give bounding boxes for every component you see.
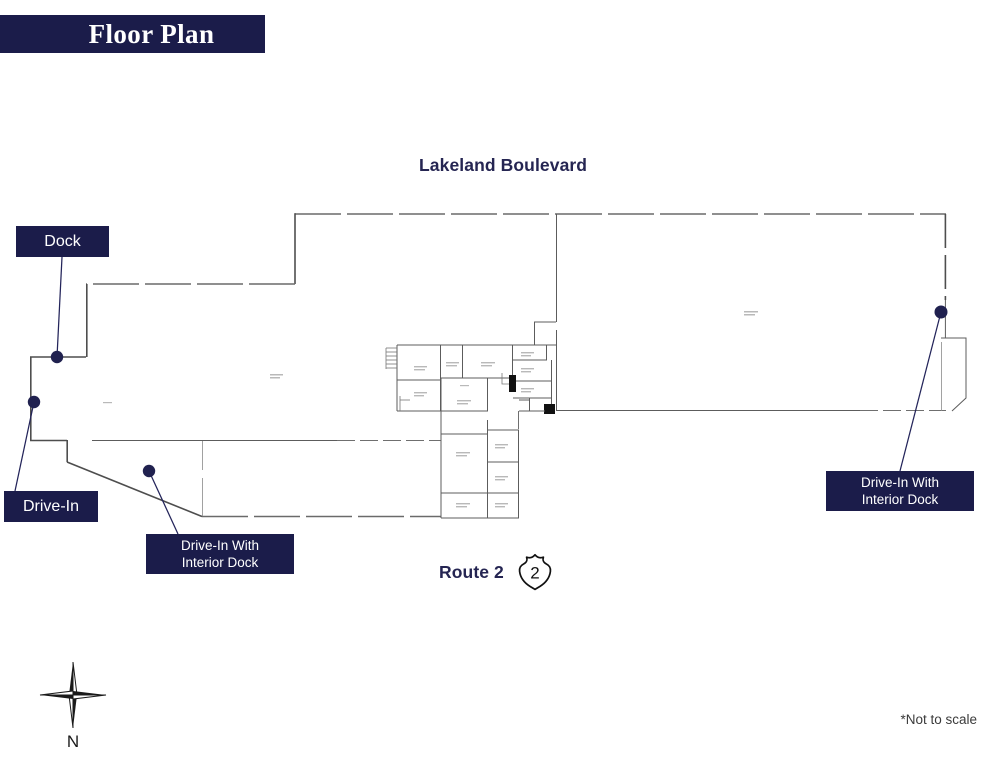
office-detail-block xyxy=(103,311,758,519)
route-shield-number: 2 xyxy=(530,564,539,583)
callout-dock[interactable]: Dock xyxy=(16,226,109,257)
compass-north-label: N xyxy=(66,732,80,751)
callout-drive-in-line-1: Drive-In xyxy=(22,497,79,515)
wall-right-bumpout xyxy=(941,337,967,412)
leader-drive-in xyxy=(14,401,35,492)
leader-dock xyxy=(56,256,63,358)
callout-diwid-right-line-2: Interior Dock xyxy=(861,492,939,507)
street-label-lakeland-boulevard: Lakeland Boulevard xyxy=(419,155,588,175)
interior-dock-block-upper xyxy=(509,375,516,392)
leader-drive-in-interior-dock-right xyxy=(899,311,942,472)
wall-diagonal-southwest xyxy=(66,461,203,518)
marker-drive-in-interior-dock-right[interactable] xyxy=(934,305,948,319)
office-door-jamb xyxy=(501,373,509,385)
leader-drive-in-interior-dock-left xyxy=(148,470,179,535)
callout-diwid-right-line-1: Drive-In With xyxy=(860,475,939,490)
callout-dock-line-1: Dock xyxy=(44,232,81,250)
street-label-route-2: Route 2 xyxy=(439,561,504,582)
callout-drive-in-with-interior-dock-left[interactable]: Drive-In With Interior Dock xyxy=(146,534,294,574)
compass-rose: N xyxy=(38,660,108,751)
callout-drive-in-with-interior-dock-right[interactable]: Drive-In With Interior Dock xyxy=(826,471,974,511)
page-title: Floor Plan xyxy=(88,18,215,49)
page-title-banner: Floor Plan xyxy=(0,15,265,53)
building-outline xyxy=(30,213,967,518)
us-highway-shield-icon: 2 xyxy=(517,553,553,591)
entry-markers xyxy=(27,305,948,478)
street-label-route-2-group: Route 2 2 xyxy=(439,553,553,591)
room-label-marks xyxy=(103,311,758,508)
callout-diwid-left-line-1: Drive-In With xyxy=(180,538,259,553)
stair-hatch xyxy=(385,347,397,369)
interior-dock-block-lower xyxy=(544,404,555,414)
marker-dock[interactable] xyxy=(50,350,64,364)
marker-drive-in[interactable] xyxy=(27,395,41,409)
callout-leader-lines xyxy=(14,256,942,535)
callout-diwid-left-line-2: Interior Dock xyxy=(181,555,259,570)
compass-rose-icon xyxy=(39,661,107,729)
not-to-scale-note: *Not to scale xyxy=(900,712,977,727)
marker-drive-in-interior-dock-left[interactable] xyxy=(142,464,156,478)
callout-drive-in[interactable]: Drive-In xyxy=(4,491,98,522)
